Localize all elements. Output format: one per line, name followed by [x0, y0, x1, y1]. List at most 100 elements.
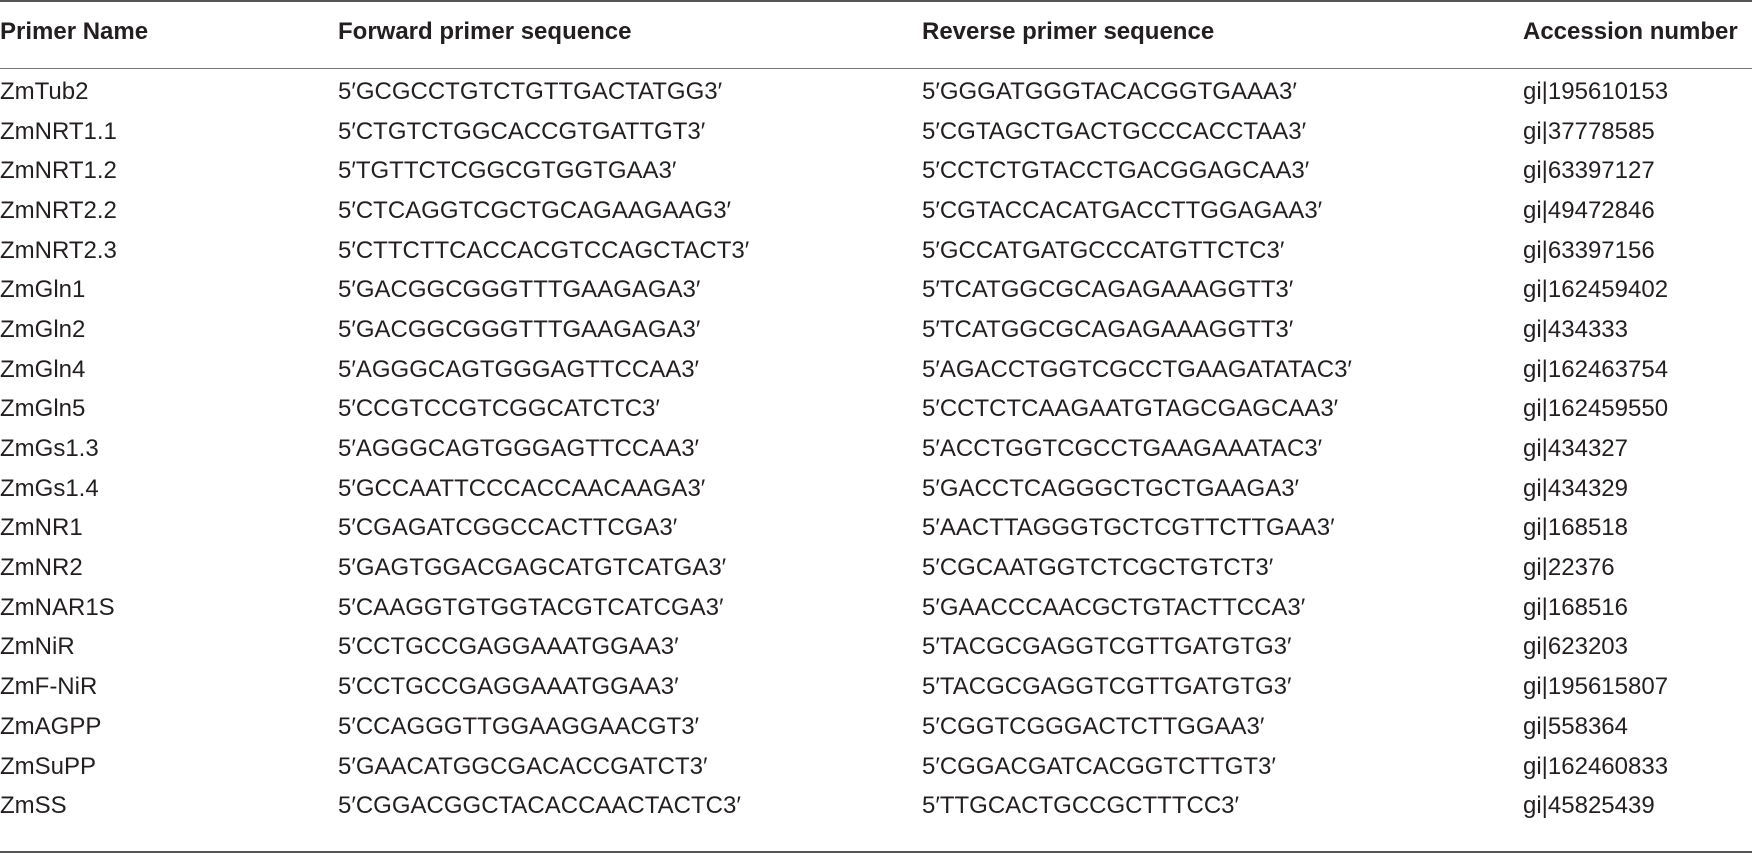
primer-name-cell: ZmNiR: [0, 633, 75, 661]
accession-number-cell: gi|162459550: [1523, 395, 1669, 423]
accession-number-cell: gi|434329: [1523, 474, 1628, 502]
reverse-sequence-cell: 5′CGGACGATCACGGTCTTGT3′: [922, 752, 1276, 780]
accession-number-cell: gi|195610153: [1523, 77, 1669, 105]
reverse-sequence-cell: 5′TTGCACTGCCGCTTTCC3′: [922, 792, 1239, 820]
primer-name-cell: ZmGln1: [0, 276, 86, 304]
forward-sequence-cell: 5′CAAGGTGTGGTACGTCATCGA3′: [338, 593, 724, 621]
reverse-sequence-cell: 5′CGTACCACATGACCTTGGAGAA3′: [922, 196, 1323, 224]
reverse-sequence-cell: 5′GAACCCAACGCTGTACTTCCA3′: [922, 593, 1306, 621]
accession-number-cell: gi|623203: [1523, 633, 1628, 661]
table-header-rule: [0, 68, 1752, 69]
primer-name-cell: ZmNRT2.3: [0, 236, 117, 264]
table-row: ZmGs1.3 5′AGGGCAGTGGGAGTTCCAA3′ 5′ACCTGGTC…: [0, 429, 1752, 469]
accession-number-cell: gi|162459402: [1523, 276, 1669, 304]
primer-name-cell: ZmNAR1S: [0, 593, 115, 621]
forward-sequence-cell: 5′CCTGCCGAGGAAATGGAA3′: [338, 673, 679, 701]
accession-number-cell: gi|63397156: [1523, 236, 1655, 264]
primer-name-cell: ZmAGPP: [0, 712, 102, 740]
reverse-sequence-cell: 5′TACGCGAGGTCGTTGATGTG3′: [922, 673, 1292, 701]
forward-sequence-cell: 5′GCGCCTGTCTGTTGACTATGG3′: [338, 77, 723, 105]
table-row: ZmGln1 5′GACGGCGGGTTTGAAGAGA3′ 5′TCATGGCGC…: [0, 270, 1752, 310]
primer-name-cell: ZmSuPP: [0, 752, 97, 780]
forward-sequence-cell: 5′CTCAGGTCGCTGCAGAAGAAG3′: [338, 196, 732, 224]
forward-sequence-cell: 5′CCAGGGTTGGAAGGAACGT3′: [338, 712, 700, 740]
table-row: ZmF-NiR 5′CCTGCCGAGGAAATGGAA3′ 5′TACGCGAGG…: [0, 667, 1752, 707]
accession-number-cell: gi|162463754: [1523, 355, 1669, 383]
primer-name-cell: ZmGs1.4: [0, 474, 99, 502]
table-row: ZmNRT1.1 5′CTGTCTGGCACCGTGATTGT3′ 5′CGTAGC…: [0, 112, 1752, 152]
table-bottom-rule: [0, 851, 1752, 853]
table-row: ZmSS 5′CGGACGGCTACACCAACTACTC3′ 5′TTGCACTG…: [0, 786, 1752, 826]
table-row: ZmNRT2.3 5′CTTCTTCACCACGTCCAGCTACT3′ 5′GCC…: [0, 231, 1752, 271]
header-gap: [0, 52, 1752, 72]
forward-sequence-cell: 5′TGTTCTCGGCGTGGTGAA3′: [338, 157, 677, 185]
accession-number-cell: gi|37778585: [1523, 117, 1655, 145]
forward-sequence-cell: 5′CCTGCCGAGGAAATGGAA3′: [338, 633, 679, 661]
forward-sequence-cell: 5′AGGGCAGTGGGAGTTCCAA3′: [338, 435, 700, 463]
forward-sequence-cell: 5′CTGTCTGGCACCGTGATTGT3′: [338, 117, 706, 145]
reverse-sequence-cell: 5′TACGCGAGGTCGTTGATGTG3′: [922, 633, 1292, 661]
table-row: ZmNAR1S 5′CAAGGTGTGGTACGTCATCGA3′ 5′GAACCC…: [0, 588, 1752, 628]
forward-sequence-cell: 5′GAACATGGCGACACCGATCT3′: [338, 752, 708, 780]
accession-number-cell: gi|195615807: [1523, 673, 1669, 701]
forward-sequence-cell: 5′CTTCTTCACCACGTCCAGCTACT3′: [338, 236, 750, 264]
reverse-sequence-cell: 5′GCCATGATGCCCATGTTCTC3′: [922, 236, 1285, 264]
accession-number-cell: gi|558364: [1523, 712, 1628, 740]
header-accession-number: Accession number: [1523, 18, 1738, 45]
table-header-row: Primer Name Forward primer sequence Reve…: [0, 12, 1752, 52]
table-row: ZmGs1.4 5′GCCAATTCCCACCAACAAGA3′ 5′GACCTCA…: [0, 469, 1752, 509]
header-forward-sequence: Forward primer sequence: [338, 18, 632, 45]
reverse-sequence-cell: 5′GACCTCAGGGCTGCTGAAGA3′: [922, 474, 1300, 502]
forward-sequence-cell: 5′CGAGATCGGCCACTTCGA3′: [338, 514, 678, 542]
reverse-sequence-cell: 5′CGTAGCTGACTGCCCACCTAA3′: [922, 117, 1307, 145]
forward-sequence-cell: 5′GACGGCGGGTTTGAAGAGA3′: [338, 276, 701, 304]
primer-name-cell: ZmSS: [0, 792, 67, 820]
primer-name-cell: ZmGln5: [0, 395, 86, 423]
table-row: ZmNRT1.2 5′TGTTCTCGGCGTGGTGAA3′ 5′CCTCTGTA…: [0, 151, 1752, 191]
reverse-sequence-cell: 5′CGGTCGGGACTCTTGGAA3′: [922, 712, 1265, 740]
accession-number-cell: gi|168516: [1523, 593, 1628, 621]
table-row: ZmAGPP 5′CCAGGGTTGGAAGGAACGT3′ 5′CGGTCGGGA…: [0, 707, 1752, 747]
reverse-sequence-cell: 5′AGACCTGGTCGCCTGAAGATATAC3′: [922, 355, 1352, 383]
primer-name-cell: ZmNR1: [0, 514, 83, 542]
accession-number-cell: gi|434333: [1523, 315, 1628, 343]
table-top-rule: [0, 0, 1752, 2]
primer-name-cell: ZmNR2: [0, 554, 83, 582]
reverse-sequence-cell: 5′CCTCTGTACCTGACGGAGCAA3′: [922, 157, 1310, 185]
primer-name-cell: ZmF-NiR: [0, 673, 98, 701]
forward-sequence-cell: 5′AGGGCAGTGGGAGTTCCAA3′: [338, 355, 700, 383]
accession-number-cell: gi|168518: [1523, 514, 1628, 542]
reverse-sequence-cell: 5′TCATGGCGCAGAGAAAGGTT3′: [922, 315, 1294, 343]
header-reverse-sequence: Reverse primer sequence: [922, 18, 1215, 45]
reverse-sequence-cell: 5′CCTCTCAAGAATGTAGCGAGCAA3′: [922, 395, 1339, 423]
header-gap-cell: [0, 52, 1752, 72]
reverse-sequence-cell: 5′ACCTGGTCGCCTGAAGAAATAC3′: [922, 435, 1323, 463]
primer-name-cell: ZmNRT1.1: [0, 117, 117, 145]
table-row: ZmNiR 5′CCTGCCGAGGAAATGGAA3′ 5′TACGCGAGGTC…: [0, 628, 1752, 668]
table-row: ZmGln2 5′GACGGCGGGTTTGAAGAGA3′ 5′TCATGGCGC…: [0, 310, 1752, 350]
forward-sequence-cell: 5′GACGGCGGGTTTGAAGAGA3′: [338, 315, 701, 343]
primer-table: Primer Name Forward primer sequence Reve…: [0, 12, 1752, 826]
table-row: ZmSuPP 5′GAACATGGCGACACCGATCT3′ 5′CGGACGAT…: [0, 747, 1752, 787]
primer-name-cell: ZmGln2: [0, 315, 86, 343]
table-row: ZmGln5 5′CCGTCCGTCGGCATCTC3′ 5′CCTCTCAAGAA…: [0, 390, 1752, 430]
accession-number-cell: gi|49472846: [1523, 196, 1655, 224]
forward-sequence-cell: 5′GCCAATTCCCACCAACAAGA3′: [338, 474, 706, 502]
forward-sequence-cell: 5′CGGACGGCTACACCAACTACTC3′: [338, 792, 741, 820]
primer-name-cell: ZmNRT1.2: [0, 157, 117, 185]
accession-number-cell: gi|63397127: [1523, 157, 1655, 185]
primer-name-cell: ZmTub2: [0, 77, 89, 105]
primer-name-cell: ZmGs1.3: [0, 435, 99, 463]
accession-number-cell: gi|434327: [1523, 435, 1628, 463]
forward-sequence-cell: 5′GAGTGGACGAGCATGTCATGA3′: [338, 554, 727, 582]
accession-number-cell: gi|162460833: [1523, 752, 1669, 780]
forward-sequence-cell: 5′CCGTCCGTCGGCATCTC3′: [338, 395, 660, 423]
reverse-sequence-cell: 5′TCATGGCGCAGAGAAAGGTT3′: [922, 276, 1294, 304]
accession-number-cell: gi|22376: [1523, 554, 1615, 582]
